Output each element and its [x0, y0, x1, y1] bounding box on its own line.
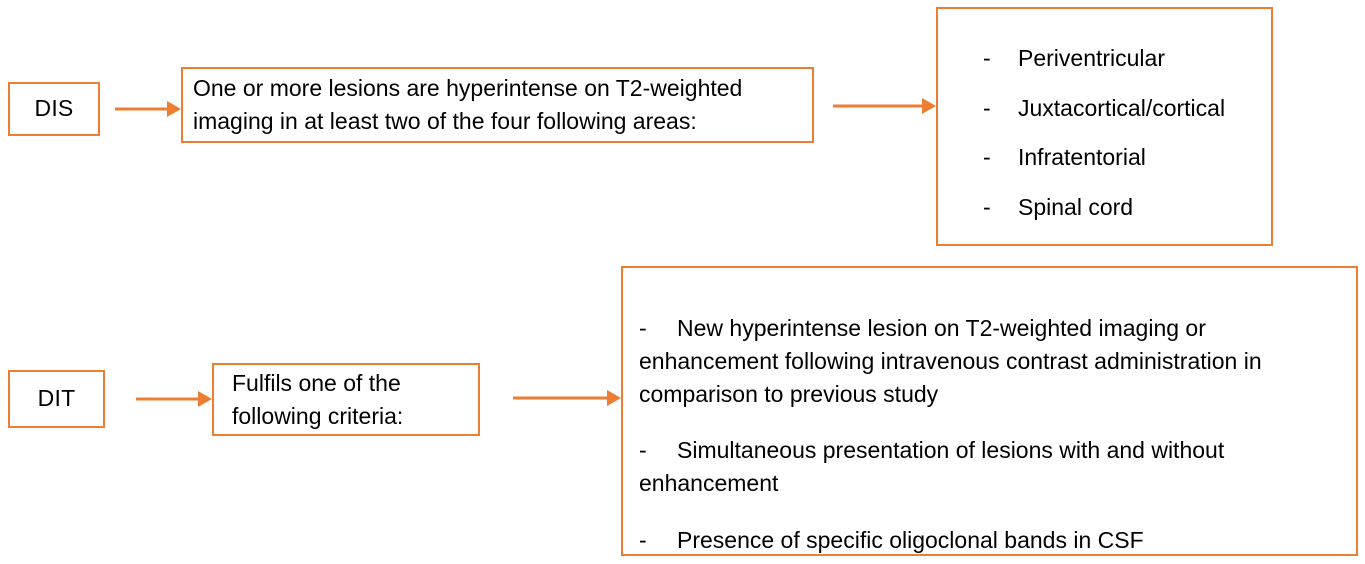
dit-items-list: -New hyperintense lesion on T2-weighted … — [639, 312, 1329, 557]
dit-item-1-marker: - — [639, 437, 647, 464]
dit-label-box: DIT — [8, 370, 105, 428]
list-item: - Periventricular — [983, 42, 1225, 75]
dit-criteria-text: Fulfils one of the following criteria: — [232, 369, 404, 429]
dis-criteria-text: One or more lesions are hyperintense on … — [193, 75, 743, 134]
dis-criteria-box: One or more lesions are hyperintense on … — [181, 67, 814, 143]
dis-area-2-marker: - — [983, 144, 991, 171]
dit-label-text: DIT — [37, 385, 76, 412]
dit-item-1-label: Simultaneous presentation of lesions wit… — [639, 437, 1225, 497]
dis-area-3-marker: - — [983, 193, 991, 220]
dis-arrow-1-shaft — [115, 107, 167, 111]
dis-area-0-label: Periventricular — [1018, 45, 1165, 71]
dit-item-2-marker: - — [639, 526, 647, 553]
dit-items-box: -New hyperintense lesion on T2-weighted … — [621, 266, 1358, 556]
dis-areas-list: -Periventricular -Juxtacortical/cortical… — [983, 42, 1225, 224]
dis-areas-box: -Periventricular -Juxtacortical/cortical… — [936, 7, 1273, 246]
dis-label-text: DIS — [34, 95, 74, 122]
dis-area-1-label: Juxtacortical/cortical — [1018, 94, 1226, 121]
list-item: -Juxtacortical/cortical — [983, 92, 1225, 125]
dit-arrow-1-shaft — [136, 397, 198, 401]
dis-label-box: DIS — [8, 82, 100, 136]
dis-area-0-marker: - — [983, 45, 991, 71]
list-item: -Simultaneous presentation of lesions wi… — [639, 434, 1329, 500]
dis-arrow-2-shaft — [833, 104, 922, 108]
dis-area-3-label: Spinal cord — [1018, 193, 1134, 220]
list-item: -New hyperintense lesion on T2-weighted … — [639, 312, 1329, 411]
dis-arrow-2-head — [922, 98, 936, 114]
dit-arrow-1-head — [198, 391, 212, 407]
list-item: -Spinal cord — [983, 191, 1225, 224]
dit-criteria-box: Fulfils one of the following criteria: — [212, 363, 480, 436]
dis-arrow-1-head — [167, 101, 181, 117]
dit-item-2-label: Presence of specific oligoclonal bands i… — [677, 526, 1144, 553]
list-item: -Infratentorial — [983, 141, 1225, 174]
dit-arrow-2-shaft — [513, 396, 607, 400]
dis-area-2-label: Infratentorial — [1018, 144, 1146, 171]
dis-area-1-marker: - — [983, 94, 991, 121]
dit-arrow-2-head — [607, 390, 621, 406]
dit-item-0-marker: - — [639, 315, 647, 341]
dit-item-0-label: New hyperintense lesion on T2-weighted i… — [639, 315, 1262, 408]
list-item: - Presence of specific oligoclonal bands … — [639, 524, 1329, 557]
